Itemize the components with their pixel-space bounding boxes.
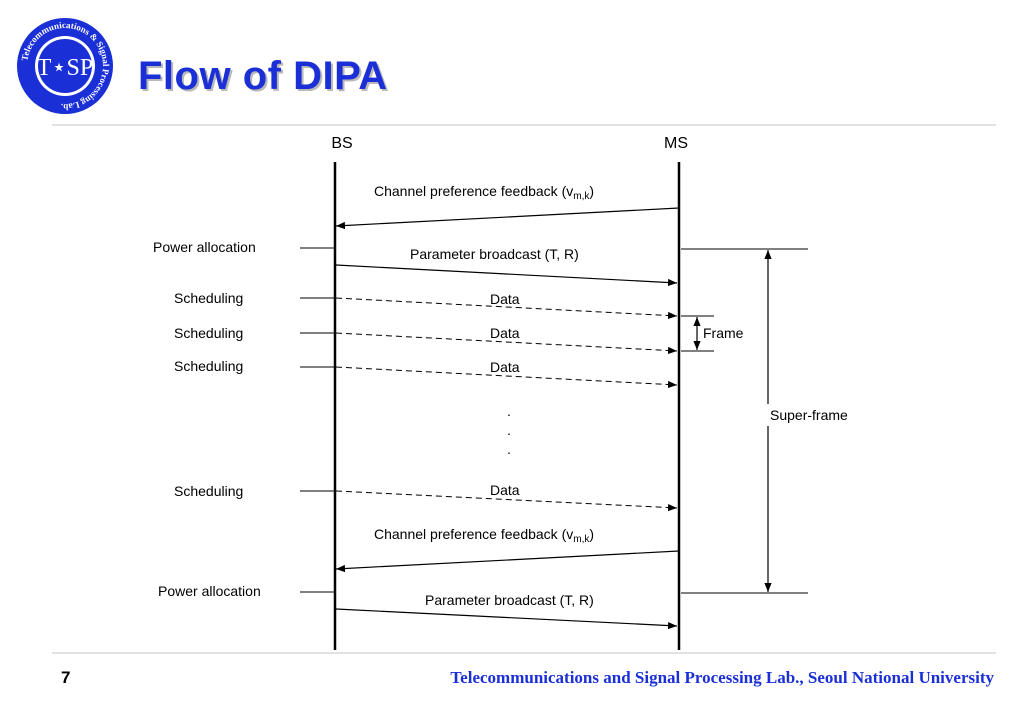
page-number: 7 [61,668,71,687]
top-divider [52,124,996,126]
data-arrow-2 [335,332,678,355]
feedback-label-1: Channel preference feedback (vm,k) [374,183,594,202]
scheduling-label-3: Scheduling [174,358,243,374]
lab-logo: Telecommunications & Signal Processing L… [17,18,113,114]
broadcast-arrow-1 [335,264,678,287]
frame-label: Frame [703,325,744,341]
ellipsis-dot-1: . [507,403,511,419]
logo-core [38,39,92,93]
feedback-label-2: Channel preference feedback (vm,k) [374,526,594,545]
data-label-2: Data [490,325,520,341]
ms-label: MS [664,135,688,152]
bs-label: BS [331,135,352,152]
broadcast-arrow-2 [335,608,678,630]
scheduling-label-4: Scheduling [174,483,243,499]
bottom-divider [52,652,996,654]
power-allocation-label-1: Power allocation [153,239,256,255]
power-allocation-label-2: Power allocation [158,583,261,599]
data-arrow-3 [335,366,678,389]
page-title: Flow of DIPA [138,54,388,98]
footer-lab-name: Telecommunications and Signal Processing… [450,668,994,687]
scheduling-label-1: Scheduling [174,290,243,306]
broadcast-label-1: Parameter broadcast (T, R) [410,246,579,262]
data-label-3: Data [490,359,520,375]
feedback-arrow-2 [335,550,680,573]
logo-center-text: T⋆SP [37,55,93,81]
feedback-arrow-1 [335,207,680,230]
data-arrow-1 [335,297,678,320]
ellipsis-dot-3: . [507,441,511,457]
ellipsis-dot-2: . [507,422,511,438]
broadcast-label-2: Parameter broadcast (T, R) [425,592,594,608]
data-arrow-4 [335,490,678,512]
scheduling-label-2: Scheduling [174,325,243,341]
data-label-4: Data [490,482,520,498]
superframe-label-bg [766,404,866,426]
data-label-1: Data [490,291,520,307]
superframe-label: Super-frame [770,407,848,423]
